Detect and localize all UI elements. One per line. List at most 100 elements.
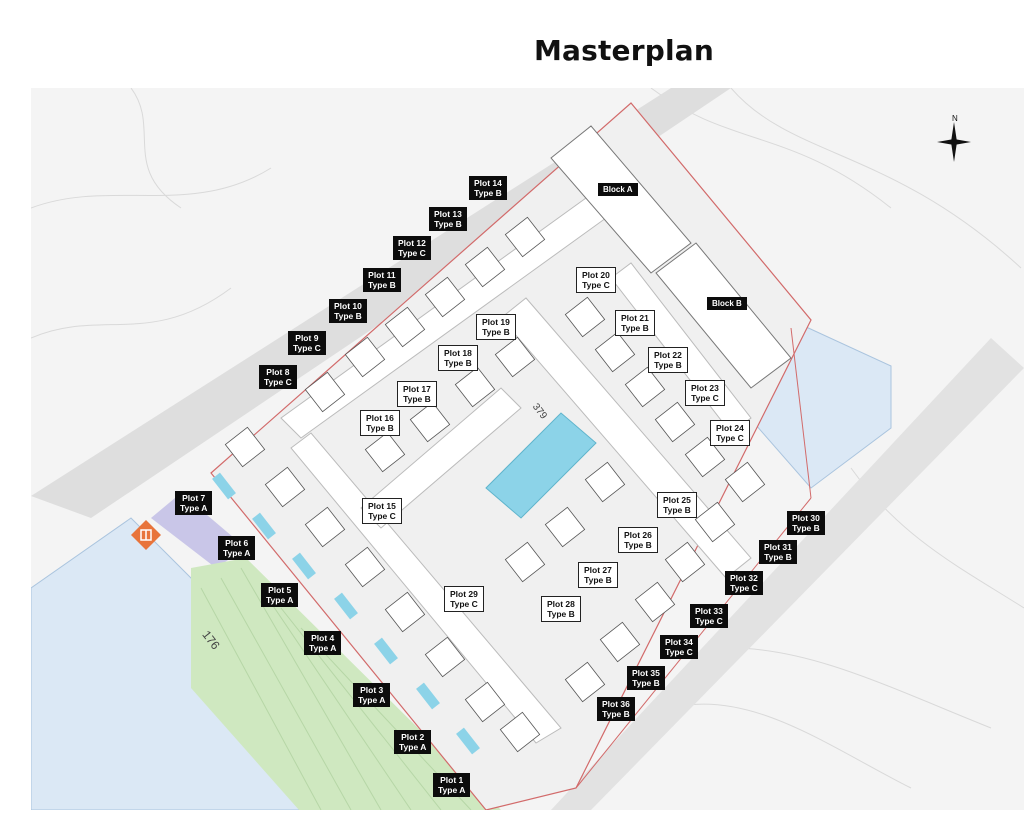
private-pools xyxy=(212,472,480,755)
plot-name: Plot 11 xyxy=(368,270,396,280)
plot-name: Plot 26 xyxy=(624,530,652,540)
plot-name: Plot 25 xyxy=(663,495,691,505)
plot-type: Type C xyxy=(716,433,744,443)
plot-type: Type B xyxy=(621,323,649,333)
plot-type: Type B xyxy=(482,327,510,337)
plot-name: Plot 3 xyxy=(360,685,384,695)
plot-type: Type A xyxy=(266,595,294,605)
plot-name: Plot 21 xyxy=(621,313,649,323)
block-a-label[interactable]: Block A xyxy=(598,183,638,196)
plot-name: Plot 24 xyxy=(716,423,744,433)
plot-type: Type C xyxy=(695,616,723,626)
page-title: Masterplan xyxy=(533,34,715,67)
plot-name: Plot 23 xyxy=(691,383,719,393)
north-letter: N xyxy=(952,114,958,123)
plot-type: Type B xyxy=(764,552,792,562)
plot-name: Plot 28 xyxy=(547,599,575,609)
plot-name: Plot 17 xyxy=(403,384,431,394)
plot-name: Plot 19 xyxy=(482,317,510,327)
plot-type: Type B xyxy=(602,709,630,719)
masterplan-map xyxy=(31,88,1024,810)
plot-name: Plot 15 xyxy=(368,501,396,511)
plot-name: Plot 20 xyxy=(582,270,610,280)
plot-type: Type C xyxy=(368,511,396,521)
plot-name: Plot 16 xyxy=(366,413,394,423)
plot-type: Type B xyxy=(434,219,462,229)
plot-type: Type C xyxy=(293,343,321,353)
plot-type: Type C xyxy=(691,393,719,403)
plot-type: Type C xyxy=(730,583,758,593)
plot-name: Plot 9 xyxy=(295,333,319,343)
plot-type: Type B xyxy=(547,609,575,619)
plot-name: Plot 1 xyxy=(440,775,464,785)
compass-star-icon xyxy=(934,112,974,164)
site-plan-drawing xyxy=(31,88,1024,810)
plot-name: Plot 30 xyxy=(792,513,820,523)
plot-name: Plot 5 xyxy=(268,585,292,595)
plot-name: Plot 14 xyxy=(474,178,502,188)
plot-type: Type A xyxy=(223,548,251,558)
plot-name: Plot 6 xyxy=(225,538,249,548)
internal-roads xyxy=(280,197,752,744)
plot-type: Type B xyxy=(624,540,652,550)
plot-name: Plot 12 xyxy=(398,238,426,248)
plot-type: Type B xyxy=(663,505,691,515)
plot-name: Plot 8 xyxy=(266,367,290,377)
plot-name: Plot 18 xyxy=(444,348,472,358)
plot-type: Type B xyxy=(334,311,362,321)
plot-name: Plot 22 xyxy=(654,350,682,360)
plot-type: Type A xyxy=(399,742,427,752)
plot-type: Type C xyxy=(264,377,292,387)
plot-type: Type B xyxy=(366,423,394,433)
villa-footprints xyxy=(224,216,766,753)
plot-name: Plot 2 xyxy=(401,732,425,742)
emergency-icon xyxy=(130,519,162,551)
apartment-blocks xyxy=(550,125,792,389)
plot-type: Type B xyxy=(368,280,396,290)
plot-type: Type A xyxy=(438,785,466,795)
plot-name: Plot 10 xyxy=(334,301,362,311)
block-b-label[interactable]: Block B xyxy=(707,297,747,310)
plot-type: Type A xyxy=(180,503,208,513)
plot-name: Plot 29 xyxy=(450,589,478,599)
plot-name: Plot 13 xyxy=(434,209,462,219)
plot-type: Type B xyxy=(403,394,431,404)
plot-name: Plot 31 xyxy=(764,542,792,552)
